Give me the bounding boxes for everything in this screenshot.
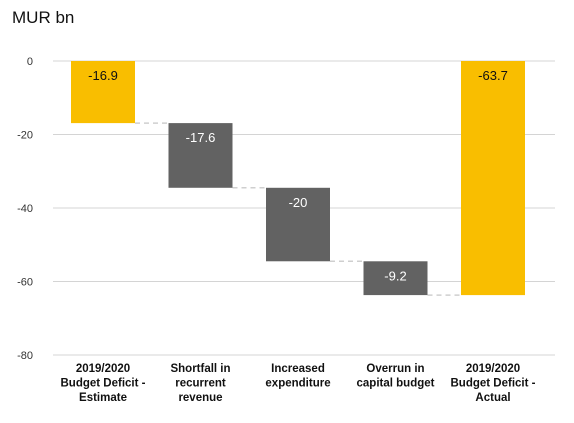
y-tick-label: -80 xyxy=(17,350,33,362)
y-tick-label: -20 xyxy=(17,130,33,142)
category-label-line: Overrun in xyxy=(366,363,424,375)
category-label-line: Budget Deficit - xyxy=(451,378,536,390)
category-label-line: capital budget xyxy=(357,378,435,390)
unit-label: MUR bn xyxy=(12,8,75,27)
category-label-line: Shortfall in xyxy=(170,363,230,375)
category-label: Shortfall in recurrent revenue xyxy=(170,363,230,404)
category-label-line: 2019/2020 xyxy=(466,363,520,375)
bar xyxy=(461,61,525,296)
category-label: Overrun in capital budget xyxy=(357,363,435,390)
bar xyxy=(168,123,233,188)
category-label-line: Increased xyxy=(271,363,325,375)
data-label: -63.7 xyxy=(478,68,508,83)
category-label-line: Estimate xyxy=(79,392,127,404)
data-label: -16.9 xyxy=(88,68,118,83)
category-label-line: expenditure xyxy=(265,378,330,390)
category-label-line: 2019/2020 xyxy=(76,363,130,375)
category-label-line: recurrent xyxy=(175,378,226,390)
data-label: -20 xyxy=(289,195,308,210)
data-label: -9.2 xyxy=(384,268,406,283)
y-tick-label: -40 xyxy=(17,203,33,215)
y-tick-label: 0 xyxy=(27,56,33,68)
data-label: -17.6 xyxy=(186,130,216,145)
y-tick-label: -60 xyxy=(17,277,33,289)
category-label: Increased expenditure xyxy=(265,363,330,390)
bar xyxy=(266,187,330,262)
category-label-line: revenue xyxy=(178,392,222,404)
bar xyxy=(71,61,135,124)
bar xyxy=(363,261,428,296)
category-label-line: Actual xyxy=(475,392,510,404)
category-label-line: Budget Deficit - xyxy=(61,378,146,390)
